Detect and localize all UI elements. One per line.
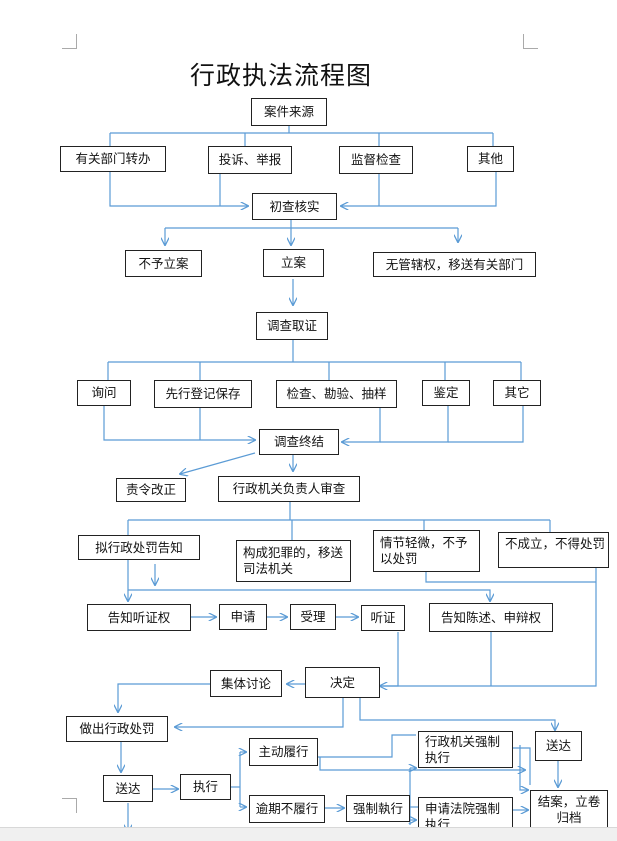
node-label: 结案，立卷归档: [537, 794, 601, 825]
node-other-method: 其它: [493, 380, 541, 406]
node-notice-penalty: 拟行政处罚告知: [78, 535, 200, 560]
node-label: 决定: [329, 674, 355, 690]
page-corner-mark-top-right: [523, 34, 538, 49]
node-overdue: 逾期不履行: [249, 795, 325, 823]
status-bar: [0, 827, 617, 841]
node-enforce: 强制執行: [346, 795, 410, 822]
node-label: 其它: [504, 385, 530, 400]
node-label: 监督检查: [350, 152, 401, 167]
node-label: 鉴定: [433, 385, 459, 400]
node-label: 初查核实: [269, 198, 320, 214]
node-make-penalty: 做出行政处罚: [66, 716, 168, 742]
node-no-case: 不予立案: [125, 250, 202, 277]
node-label: 构成犯罪的，移送司法机关: [243, 545, 344, 576]
node-apply: 申请: [219, 604, 267, 630]
page-corner-mark-top-left: [62, 34, 77, 49]
node-crime-transfer: 构成犯罪的，移送司法机关: [236, 540, 351, 582]
node-order-correct: 责令改正: [116, 478, 186, 502]
node-no-jurisdiction: 无管辖权，移送有关部门: [373, 252, 536, 277]
node-voluntary: 主动履行: [249, 738, 318, 766]
node-label: 听证: [370, 610, 396, 625]
node-group-discuss: 集体讨论: [210, 670, 282, 697]
node-investigate: 调查取证: [256, 312, 328, 340]
node-label: 责令改正: [125, 482, 176, 497]
node-agency-enforce: 行政机关强制执行: [418, 731, 513, 768]
page-corner-mark-bottom-left: [62, 798, 77, 813]
node-label: 询问: [91, 385, 117, 400]
node-preserve: 先行登记保存: [154, 380, 252, 408]
node-complaint: 投诉、举报: [208, 146, 292, 174]
node-label: 送达: [545, 738, 571, 753]
node-notice-defense: 告知陈述、申辩权: [429, 603, 553, 632]
node-label: 有关部门转办: [75, 151, 151, 166]
node-inspection: 监督检查: [339, 146, 413, 174]
node-decision: 决定: [305, 667, 380, 698]
node-case-source: 案件来源: [251, 98, 327, 126]
node-label: 案件来源: [263, 104, 314, 119]
node-label: 申请: [230, 609, 256, 624]
node-initial-check: 初查核实: [252, 193, 337, 220]
node-label: 集体讨论: [220, 675, 271, 691]
node-label: 投诉、举报: [218, 152, 282, 167]
page-title: 行政执法流程图: [190, 61, 373, 90]
node-inquiry: 询问: [77, 380, 131, 406]
node-label: 调查终结: [273, 434, 324, 449]
node-deliver-penalty: 送达: [103, 775, 153, 802]
node-examine: 检查、勘验、抽样: [276, 380, 397, 408]
node-label: 告知陈述、申辩权: [440, 609, 541, 625]
node-label: 逾期不履行: [255, 801, 319, 816]
node-close-case: 结案，立卷归档: [530, 790, 608, 830]
node-file-case: 立案: [263, 249, 324, 277]
node-label: 主动履行: [258, 744, 309, 759]
node-label: 不成立，不得处罚: [505, 536, 606, 551]
node-label: 行政机关强制执行: [425, 733, 501, 765]
node-appraisal: 鉴定: [422, 380, 470, 406]
node-label: 送达: [115, 780, 141, 796]
node-label: 执行: [192, 779, 218, 794]
node-label: 做出行政处罚: [79, 721, 155, 736]
node-label: 立案: [280, 255, 306, 270]
node-label: 告知听证权: [107, 609, 171, 625]
node-label: 受理: [300, 609, 326, 624]
node-label: 情节轻微，不予以处罚: [380, 535, 468, 566]
node-hearing: 听证: [361, 605, 405, 631]
node-label: 检查、勘验、抽样: [286, 386, 387, 401]
node-label: 先行登记保存: [165, 386, 241, 401]
node-notice-hearing: 告知听证权: [87, 604, 191, 631]
node-label: 无管辖权，移送有关部门: [385, 256, 524, 272]
node-review: 行政机关负责人审查: [218, 476, 360, 502]
node-accept: 受理: [290, 604, 336, 630]
node-execute: 执行: [180, 774, 231, 800]
node-deliver-decision: 送达: [535, 731, 582, 761]
node-minor-case: 情节轻微，不予以处罚: [373, 530, 480, 572]
node-label: 拟行政处罚告知: [95, 539, 183, 555]
node-label: 不予立案: [138, 255, 189, 271]
node-dept-transfer: 有关部门转办: [60, 146, 166, 172]
node-label: 调查取证: [266, 318, 317, 333]
node-not-established: 不成立，不得处罚: [498, 532, 609, 568]
node-other-source: 其他: [467, 146, 514, 172]
node-label: 强制執行: [352, 800, 403, 816]
node-label: 其他: [477, 151, 503, 166]
node-investigation-end: 调查终结: [259, 429, 339, 455]
node-label: 行政机关负责人审查: [232, 481, 346, 496]
